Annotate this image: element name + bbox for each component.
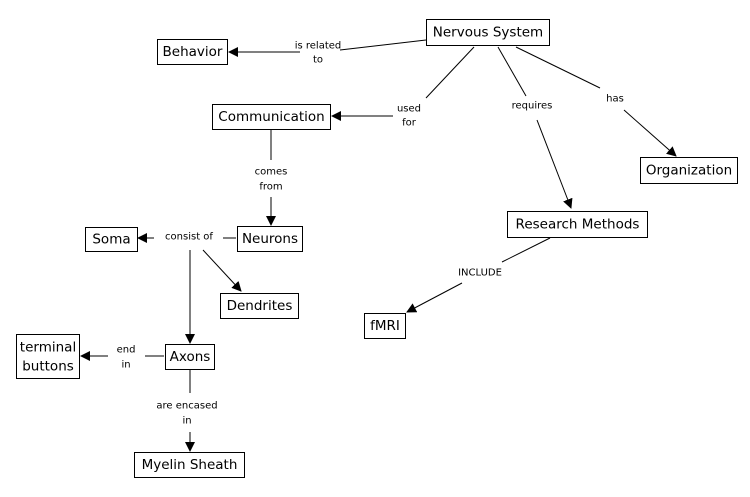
concept-dendrites[interactable]: Dendrites: [220, 293, 299, 319]
link-label-has: has: [606, 94, 624, 105]
concept-axons[interactable]: Axons: [165, 344, 215, 370]
concept-label: Myelin Sheath: [142, 457, 238, 473]
concept-label: Behavior: [163, 44, 223, 60]
concept-nervous-system[interactable]: Nervous System: [426, 19, 550, 46]
concept-fmri[interactable]: fMRI: [364, 313, 406, 339]
link-label-is-related-to: is related: [295, 41, 342, 52]
concept-soma[interactable]: Soma: [85, 227, 138, 252]
concept-label: Research Methods: [516, 217, 640, 233]
concept-organization[interactable]: Organization: [640, 157, 738, 184]
concept-label: Neurons: [242, 231, 298, 247]
connectors: [80, 39, 677, 452]
link-label-requires: requires: [512, 101, 553, 112]
concept-label: Axons: [170, 349, 211, 365]
concept-label: terminal: [20, 340, 76, 356]
concept-myelin-sheath[interactable]: Myelin Sheath: [134, 452, 245, 478]
link-label-comes-from-2: from: [259, 182, 282, 193]
link-label-used-for-2: for: [402, 118, 417, 129]
concept-label: Soma: [92, 232, 130, 248]
link-label-consist-of: consist of: [165, 232, 213, 243]
concept-terminal-buttons[interactable]: terminal buttons: [16, 334, 80, 379]
link-label-comes-from: comes: [255, 167, 288, 178]
concept-label: Organization: [646, 163, 732, 179]
link-label-is-related-to-2: to: [313, 55, 323, 66]
concept-research-methods[interactable]: Research Methods: [507, 211, 648, 238]
concept-label-2: buttons: [22, 359, 74, 375]
concept-communication[interactable]: Communication: [212, 104, 331, 130]
link-label-are-encased-in: are encased: [156, 401, 217, 412]
link-label-used-for: used: [397, 104, 421, 115]
link-label-are-encased-in-2: in: [182, 416, 191, 427]
concept-label: Nervous System: [433, 25, 543, 41]
link-label-include: INCLUDE: [458, 268, 502, 279]
concept-label: fMRI: [370, 318, 400, 334]
concept-label: Communication: [218, 109, 324, 125]
concept-behavior[interactable]: Behavior: [157, 39, 228, 65]
concept-label: Dendrites: [227, 298, 293, 314]
link-label-end-in-2: in: [121, 360, 130, 371]
link-label-end-in: end: [117, 345, 136, 356]
concept-neurons[interactable]: Neurons: [237, 226, 303, 252]
